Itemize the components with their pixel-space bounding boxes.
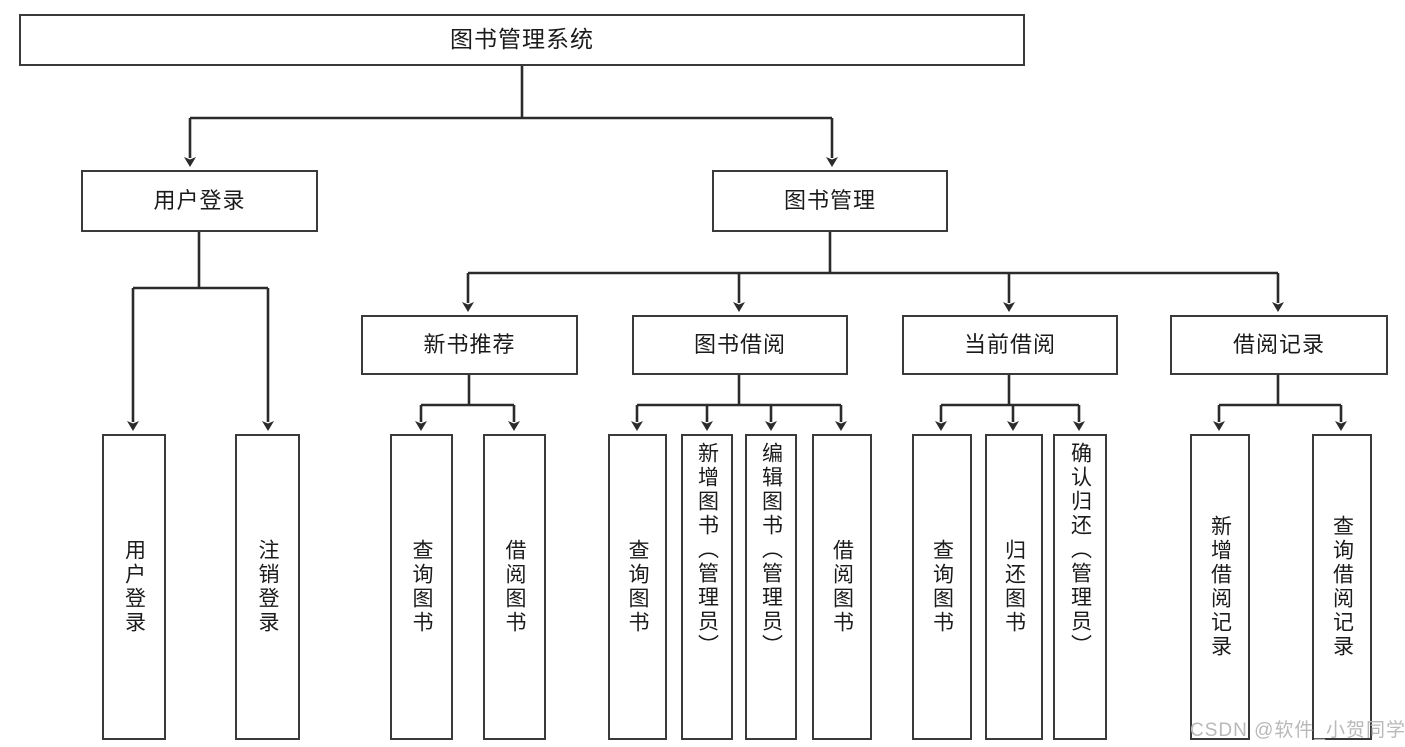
leaf-borrow-book-recommend[interactable]: 借阅图书 bbox=[483, 434, 546, 740]
node-borrow-record[interactable]: 借阅记录 bbox=[1170, 315, 1388, 375]
node-book-management-label: 图书管理 bbox=[783, 187, 876, 213]
leaf-label: 新增借阅记录 bbox=[1208, 515, 1232, 659]
leaf-label: 借阅图书 bbox=[830, 539, 854, 635]
leaf-label: 用户登录 bbox=[122, 539, 146, 635]
leaf-query-book-borrow[interactable]: 查询图书 bbox=[608, 434, 667, 740]
leaf-logout[interactable]: 注销登录 bbox=[235, 434, 300, 740]
node-root-label: 图书管理系统 bbox=[450, 26, 594, 53]
leaf-confirm-return-admin[interactable]: 确认归还（管理员） bbox=[1053, 434, 1107, 740]
leaf-label: 查询图书 bbox=[410, 539, 433, 635]
leaf-label: 编辑图书（管理员） bbox=[759, 442, 783, 658]
leaf-label: 查询借阅记录 bbox=[1330, 515, 1354, 659]
node-book-borrow[interactable]: 图书借阅 bbox=[632, 315, 848, 375]
node-user-login-label: 用户登录 bbox=[153, 187, 246, 213]
leaf-add-borrow-record[interactable]: 新增借阅记录 bbox=[1190, 434, 1250, 740]
leaf-borrow-book[interactable]: 借阅图书 bbox=[812, 434, 872, 740]
node-new-book-recommend-label: 新书推荐 bbox=[423, 331, 516, 357]
node-current-borrow-label: 当前借阅 bbox=[963, 331, 1056, 357]
node-root[interactable]: 图书管理系统 bbox=[19, 14, 1025, 66]
node-book-borrow-label: 图书借阅 bbox=[693, 331, 786, 357]
leaf-label: 新增图书（管理员） bbox=[695, 442, 719, 658]
leaf-label: 注销登录 bbox=[256, 539, 279, 635]
leaf-label: 查询图书 bbox=[930, 539, 954, 635]
leaf-user-login[interactable]: 用户登录 bbox=[102, 434, 166, 740]
node-new-book-recommend[interactable]: 新书推荐 bbox=[361, 315, 578, 375]
leaf-label: 查询图书 bbox=[626, 539, 649, 635]
node-borrow-record-label: 借阅记录 bbox=[1232, 331, 1325, 357]
leaf-query-borrow-record[interactable]: 查询借阅记录 bbox=[1312, 434, 1372, 740]
leaf-label: 借阅图书 bbox=[503, 539, 526, 635]
node-user-login[interactable]: 用户登录 bbox=[81, 170, 318, 232]
leaf-label: 归还图书 bbox=[1002, 539, 1026, 635]
node-current-borrow[interactable]: 当前借阅 bbox=[902, 315, 1118, 375]
leaf-query-book-recommend[interactable]: 查询图书 bbox=[390, 434, 453, 740]
leaf-edit-book-admin[interactable]: 编辑图书（管理员） bbox=[745, 434, 797, 740]
leaf-query-book-current[interactable]: 查询图书 bbox=[912, 434, 972, 740]
node-book-management[interactable]: 图书管理 bbox=[712, 170, 948, 232]
leaf-add-book-admin[interactable]: 新增图书（管理员） bbox=[681, 434, 733, 740]
leaf-return-book[interactable]: 归还图书 bbox=[985, 434, 1043, 740]
leaf-label: 确认归还（管理员） bbox=[1068, 442, 1092, 658]
watermark: CSDN @软件_小贺同学 bbox=[1190, 720, 1405, 741]
